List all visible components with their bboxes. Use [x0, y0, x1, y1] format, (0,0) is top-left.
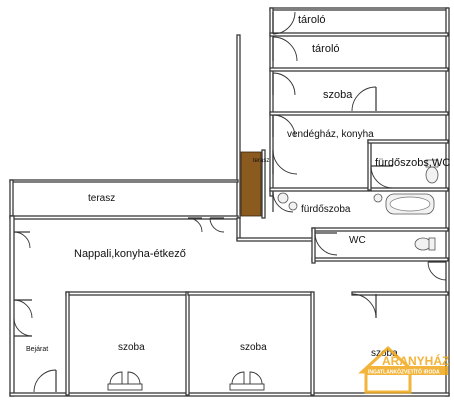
house-icon: [358, 345, 418, 394]
walls: [9, 7, 450, 397]
chimney: [240, 151, 262, 217]
sink-icon-2: [288, 201, 298, 211]
label-bejarat: Bejárat: [26, 346, 48, 353]
label-wc: WC: [349, 235, 366, 246]
fixtures: [277, 159, 439, 251]
label-szoba-middle: szoba: [240, 342, 267, 353]
label-nappali: Nappali,konyha-étkező: [74, 248, 186, 260]
sink-icon: [277, 192, 289, 204]
logo-name: ARANYHÁZ: [382, 353, 449, 368]
room-labels: tároló tároló szoba vendégház, konyha te…: [26, 14, 450, 359]
label-taroló-2: tároló: [312, 43, 340, 55]
label-furdoszoba-wc: fürdőszobs,WC: [375, 157, 450, 169]
label-szoba-right: szoba: [371, 348, 398, 359]
label-taroló-1: tároló: [298, 14, 326, 26]
toilet-icon: [425, 166, 439, 184]
aranyhaz-logo: ARANYHÁZ INGATLANKÖZVETÍTŐ IRODA: [358, 345, 449, 394]
balcony-doors: [107, 371, 265, 391]
sink-icon-3: [373, 193, 383, 203]
label-terasz-main: terasz: [88, 193, 115, 204]
label-terasz-small: terasz: [253, 158, 269, 164]
doors: [13, 11, 447, 393]
label-szoba-left: szoba: [118, 342, 145, 353]
label-szoba-upper: szoba: [323, 89, 353, 101]
logo-tagline: INGATLANKÖZVETÍTŐ IRODA: [368, 368, 440, 376]
label-furdoszoba: fürdőszoba: [301, 204, 351, 215]
label-vendeghaz: vendégház, konyha: [287, 129, 374, 140]
